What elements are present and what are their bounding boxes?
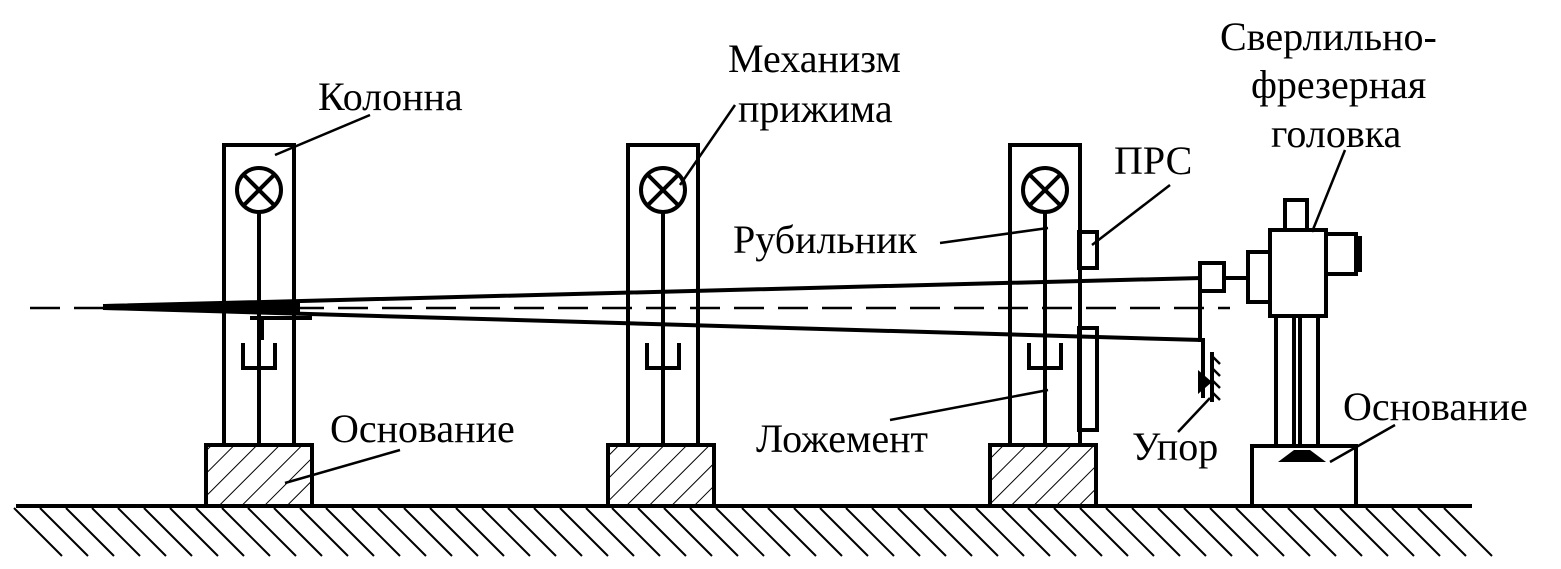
leader-lines	[274, 104, 1396, 485]
handwheel-icon	[639, 166, 687, 214]
label-prs: ПРС	[1114, 138, 1192, 183]
columns	[204, 143, 1098, 508]
workpiece	[102, 275, 1203, 343]
label-osnovanie-right: Основание	[1343, 384, 1528, 429]
label-osnovanie-left: Основание	[330, 406, 515, 451]
column-2	[606, 143, 716, 508]
labels: Колонна Механизм прижима Сверлильно- фре…	[318, 14, 1528, 469]
label-rubilnik: Рубильник	[733, 217, 917, 262]
label-mekhanizm-line2: прижима	[738, 86, 893, 131]
label-upor: Упор	[1132, 424, 1218, 469]
label-svrl-line1: Сверлильно-	[1220, 14, 1437, 59]
stop-element	[1198, 338, 1221, 402]
ground	[13, 504, 1493, 557]
handwheel-icon	[1021, 166, 1069, 214]
label-lozhement: Ложемент	[756, 416, 928, 461]
left-clamp	[250, 316, 312, 340]
label-svrl-line2: фрезерная	[1251, 62, 1426, 107]
prs-plate	[1077, 230, 1099, 432]
column-1	[204, 143, 314, 508]
column-3	[988, 143, 1098, 508]
ground-hatching	[13, 507, 1493, 557]
label-kolonna: Колонна	[318, 74, 463, 119]
label-mekhanizm-line1: Механизм	[728, 36, 901, 81]
handwheel-icon	[235, 166, 283, 214]
label-svrl-line3: головка	[1271, 111, 1402, 156]
drilling-milling-head	[1198, 198, 1362, 508]
